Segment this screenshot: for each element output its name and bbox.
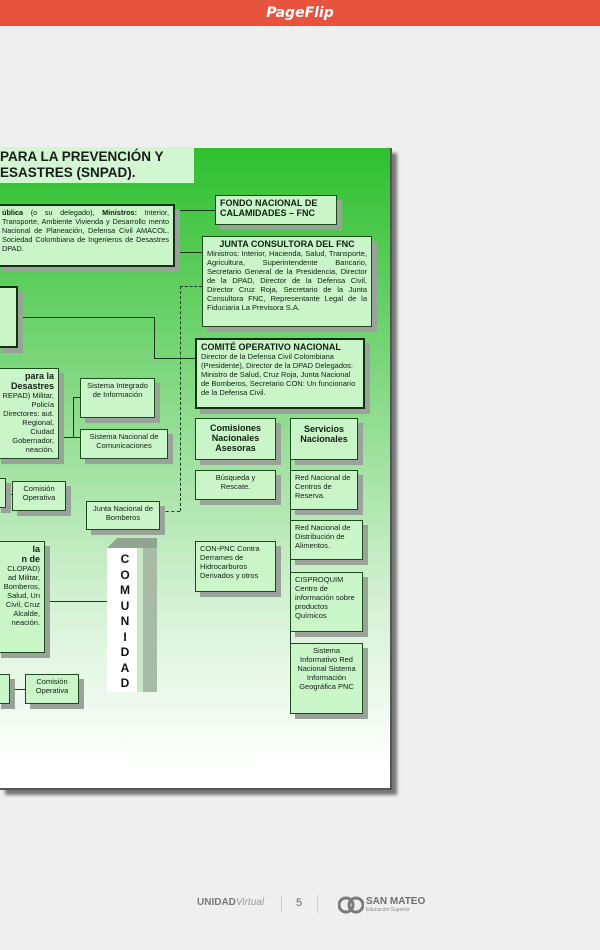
presidency-text-bold-b: Ministros:	[102, 208, 138, 217]
footer-divider-right	[317, 895, 318, 913]
connector-systems-vertical	[73, 397, 74, 438]
junta-bomberos-label: Junta Nacional de Bomberos	[92, 504, 154, 522]
chart-title: PARA LA PREVENCIÓN Y ESASTRES (SNPAD).	[0, 147, 194, 183]
regional-title-b: Desastres	[10, 381, 54, 391]
local-body: CLOPAD) ad Militar, Bomberos, Salud, Un …	[3, 564, 40, 627]
red-centros-reserva-box: Red Nacional de Centros de Reserva.	[290, 470, 358, 510]
comunidad-letter: M	[120, 583, 130, 597]
comite-operativo-title: COMITÉ OPERATIVO NACIONAL	[201, 342, 341, 352]
comision-operativa-box-1: Comisión Operativa	[12, 481, 66, 511]
comite-operativo-body: Director de la Defensa Civil Colombiana …	[201, 352, 356, 397]
local-committee-box: la n de CLOPAD) ad Militar, Bomberos, Sa…	[0, 541, 45, 653]
cisproquim-box: CISPROQUIM Centro de información sobre p…	[290, 572, 363, 632]
regional-committee-box: para la Desastres REPAD) Militar, Policí…	[0, 368, 59, 459]
footer-divider-left	[281, 895, 282, 913]
partial-box-left-mid	[0, 478, 6, 508]
comunidad-pillar-side	[143, 548, 157, 692]
presidency-box: ública (o su delegado), Ministros: Inter…	[0, 204, 175, 267]
regional-body: REPAD) Militar, Policía Directores: aut.…	[2, 391, 54, 454]
chart-title-line-2: ESASTRES (SNPAD).	[0, 165, 136, 180]
sistema-informativo-red-label: Sistema Informativo Red Nacional Sistema…	[297, 646, 356, 691]
partial-box-left-bottom	[0, 674, 10, 704]
fnc-line-2: CALAMIDADES – FNC	[220, 208, 316, 218]
comision-operativa-label-2: Comisión Operativa	[35, 677, 69, 695]
con-pnc-box: CON-PNC Contra Derrames de Hidrocarburos…	[195, 541, 276, 592]
local-title-b: n de	[21, 554, 40, 564]
comision-operativa-box-2: Comisión Operativa	[25, 674, 79, 704]
connector-presidency-junta	[175, 252, 202, 253]
junta-consultora-box: JUNTA CONSULTORA DEL FNC Ministros: Inte…	[202, 236, 372, 327]
connector-left-comite-v	[154, 317, 155, 359]
connector-regional-systems	[58, 437, 80, 438]
dashed-connector-vertical	[180, 286, 181, 511]
cisproquim-label: CISPROQUIM Centro de información sobre p…	[295, 575, 355, 620]
comisiones-nacionales-box: Comisiones Nacionales Asesoras	[195, 418, 276, 460]
san-mateo-logo-name: SAN MATEO	[366, 896, 426, 907]
presidency-text-a: (o su delegado),	[23, 208, 103, 217]
junta-bomberos-box: Junta Nacional de Bomberos	[86, 501, 160, 530]
comunidad-letter: N	[120, 614, 130, 628]
connector-comision-1	[0, 494, 12, 495]
chart-title-line-1: PARA LA PREVENCIÓN Y	[0, 149, 164, 164]
red-centros-reserva-label: Red Nacional de Centros de Reserva.	[295, 473, 351, 500]
comunidad-letter: D	[120, 645, 130, 659]
busqueda-rescate-box: Búsqueda y Rescate.	[195, 470, 276, 500]
comunidad-pillar	[107, 548, 143, 692]
footer-brand-bold: UNIDAD	[197, 897, 236, 908]
sistema-integrado-label: Sistema Integrado de Información	[87, 381, 148, 399]
servicios-nacionales-box: Servicios Nacionales	[290, 418, 358, 460]
fnc-box: FONDO NACIONAL DE CALAMIDADES – FNC	[215, 195, 337, 225]
comision-operativa-label-1: Comisión Operativa	[22, 484, 56, 502]
partial-box-left-upper	[0, 286, 18, 348]
sistema-comunicaciones-label: Sistema Nacional de Comunicaciones	[89, 432, 159, 450]
presidency-text-b: Interior, Transporte, Ambiente Vivienda …	[2, 208, 169, 253]
dashed-connector-bottom	[160, 511, 180, 512]
presidency-text-bold-a: ública	[2, 208, 24, 217]
page-number: 5	[296, 897, 303, 909]
comunidad-letter: U	[120, 598, 130, 613]
comunidad-letter: I	[123, 629, 127, 644]
dashed-connector-top	[180, 286, 202, 287]
junta-consultora-body: Ministros: Interior, Hacienda, Salud, Tr…	[207, 249, 367, 312]
sistema-informativo-red-box: Sistema Informativo Red Nacional Sistema…	[290, 643, 363, 714]
san-mateo-logo-icon	[338, 896, 364, 914]
con-pnc-label: CON-PNC Contra Derrames de Hidrocarburos…	[200, 544, 260, 580]
red-alimentos-label: Red Nacional de Distribución de Alimento…	[295, 523, 351, 550]
footer-brand: UNIDADVirtual	[197, 897, 264, 908]
connector-local-comunidad	[44, 601, 108, 602]
footer-brand-light: Virtual	[235, 897, 265, 908]
comunidad-pillar-top	[117, 538, 157, 548]
app-title: PageFlip	[266, 5, 334, 21]
junta-consultora-title: JUNTA CONSULTORA DEL FNC	[219, 239, 355, 249]
connector-systems-integrado	[73, 397, 80, 398]
connector-presidency-fnc	[175, 210, 215, 211]
sistema-integrado-box: Sistema Integrado de Información	[80, 378, 155, 418]
local-title-a: la	[32, 544, 40, 554]
connector-left-comite-h2	[154, 358, 195, 359]
comisiones-nacionales-label: Comisiones Nacionales Asesoras	[209, 423, 261, 453]
comunidad-letter: O	[120, 567, 130, 582]
regional-title-a: para la	[24, 371, 54, 381]
comunidad-letter: D	[120, 676, 130, 690]
comunidad-letter: A	[120, 660, 130, 675]
fnc-line-1: FONDO NACIONAL DE	[220, 198, 318, 208]
san-mateo-logo: SAN MATEO Educación Superior	[338, 894, 428, 918]
comunidad-letter: C	[120, 552, 130, 566]
app-title-bar: PageFlip	[0, 0, 600, 26]
red-alimentos-box: Red Nacional de Distribución de Alimento…	[290, 520, 363, 560]
san-mateo-logo-subtitle: Educación Superior	[366, 907, 410, 913]
servicios-nacionales-label: Servicios Nacionales	[300, 424, 348, 444]
connector-comision-2	[10, 689, 25, 690]
comite-operativo-box: COMITÉ OPERATIVO NACIONAL Director de la…	[195, 338, 365, 409]
comunidad-pillar-top-corner	[107, 538, 117, 548]
connector-left-comite-h1	[18, 317, 155, 318]
sistema-comunicaciones-box: Sistema Nacional de Comunicaciones	[80, 429, 168, 459]
busqueda-rescate-label: Búsqueda y Rescate.	[215, 473, 256, 491]
